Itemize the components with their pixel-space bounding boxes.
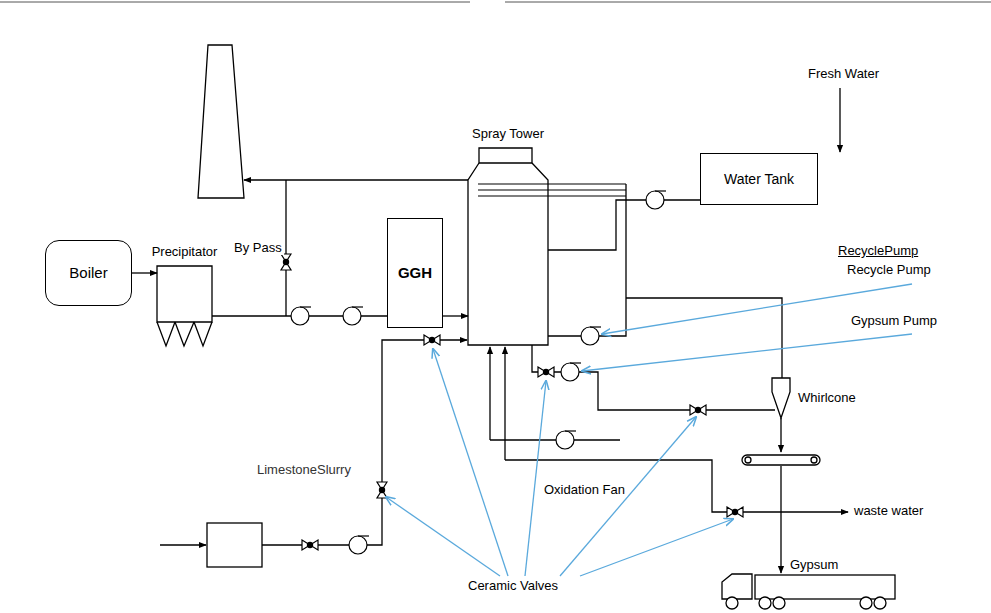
water-pump-symbol (646, 191, 666, 209)
spray-tower-outline (468, 148, 548, 345)
stack (198, 45, 244, 198)
limestone-tank (207, 523, 262, 567)
slurry-piping (626, 298, 782, 378)
booster-fan-symbol (343, 307, 363, 325)
limestone-pump-symbol (349, 536, 369, 554)
truck (773, 597, 785, 609)
ceramic-valve (538, 367, 554, 377)
precipitator-outline (157, 322, 212, 346)
truck (722, 574, 752, 599)
truck (755, 575, 895, 599)
ceramic-valve (377, 482, 387, 498)
precipitator-outline (157, 266, 212, 322)
precipitator: Precipitator (157, 266, 212, 322)
callout-label: LimestoneSlurry (255, 462, 353, 477)
callout-label: Ceramic Valves (466, 578, 560, 593)
node-label: Water Tank (724, 171, 794, 187)
slurry-piping (780, 418, 781, 452)
spray-tower-outline (468, 163, 548, 345)
callout-label: Gypsum Pump (849, 313, 939, 328)
callout-label: Gypsum (788, 557, 840, 572)
node-label: GGH (398, 264, 432, 281)
truck (874, 597, 886, 609)
slurry-piping (780, 466, 781, 573)
spray-headers (478, 184, 626, 196)
callout-arrow (433, 349, 508, 576)
truck (860, 597, 872, 609)
slurry-piping (839, 88, 840, 152)
truck (722, 574, 895, 609)
slurry-piping (160, 88, 848, 573)
booster-fan-symbol (291, 307, 311, 325)
callout-label: waste water (852, 503, 925, 518)
belt-filter (745, 457, 751, 463)
gypsum-pump-symbol (561, 363, 581, 381)
truck (726, 597, 738, 609)
slurry-piping (489, 347, 490, 440)
flue-gas-line (244, 179, 468, 180)
slurry-piping (490, 439, 556, 440)
callout-arrow (386, 497, 500, 576)
flow-connector (548, 200, 700, 250)
flow-connector (443, 315, 468, 316)
node-label: Boiler (69, 264, 107, 281)
spray-tower-outline (479, 148, 532, 163)
oxidation-fan-symbol (556, 431, 576, 449)
belt-filter (742, 455, 820, 465)
ggh-box: GGH (387, 218, 443, 328)
spray-tower: Spray Tower (468, 148, 548, 345)
callout-label: Recycle Pump (845, 262, 933, 277)
slurry-piping (548, 335, 581, 336)
boiler-box: Boiler (45, 240, 132, 306)
page-frame (0, 2, 991, 3)
ceramic-valve (690, 405, 706, 415)
water-tank: Water Tank (700, 153, 818, 205)
callout-arrow (580, 519, 733, 576)
belt-filter (811, 457, 817, 463)
node-label: Spray Tower (472, 127, 544, 142)
slurry-piping (367, 340, 467, 545)
slurry-piping (599, 184, 626, 336)
recycle-pump-symbol (581, 327, 601, 345)
callout-arrow (582, 334, 912, 371)
slurry-piping (160, 544, 206, 545)
slurry-piping (579, 372, 775, 410)
flue-gas-line (198, 45, 468, 316)
callout-label: Oxidation Fan (542, 482, 627, 497)
precipitator-outline (157, 266, 212, 322)
callout-label: Whirlcone (796, 390, 858, 405)
node-label: Precipitator (152, 245, 218, 260)
slurry-piping (505, 460, 848, 512)
page-frame (0, 2, 470, 3)
page-frame (505, 2, 991, 3)
truck (759, 597, 771, 609)
slurry-piping (532, 345, 561, 372)
slurry-piping (504, 347, 505, 460)
spray-headers (478, 184, 626, 196)
callout-arrow (525, 381, 546, 576)
callout-label: By Pass (232, 240, 284, 255)
callout-label: Fresh Water (806, 66, 881, 81)
whirlcone-symbol (772, 378, 790, 418)
ceramic-valve (302, 540, 318, 550)
ceramic-valve (424, 335, 440, 345)
callout-arrow (386, 284, 912, 576)
belt-filter (742, 455, 820, 465)
bypass-valve (281, 254, 291, 270)
flow-connector (132, 272, 157, 273)
slurry-piping (574, 439, 620, 440)
ceramic-valve (727, 507, 743, 517)
callout-label: RecyclePump (836, 243, 920, 258)
bypass-line (285, 180, 286, 316)
